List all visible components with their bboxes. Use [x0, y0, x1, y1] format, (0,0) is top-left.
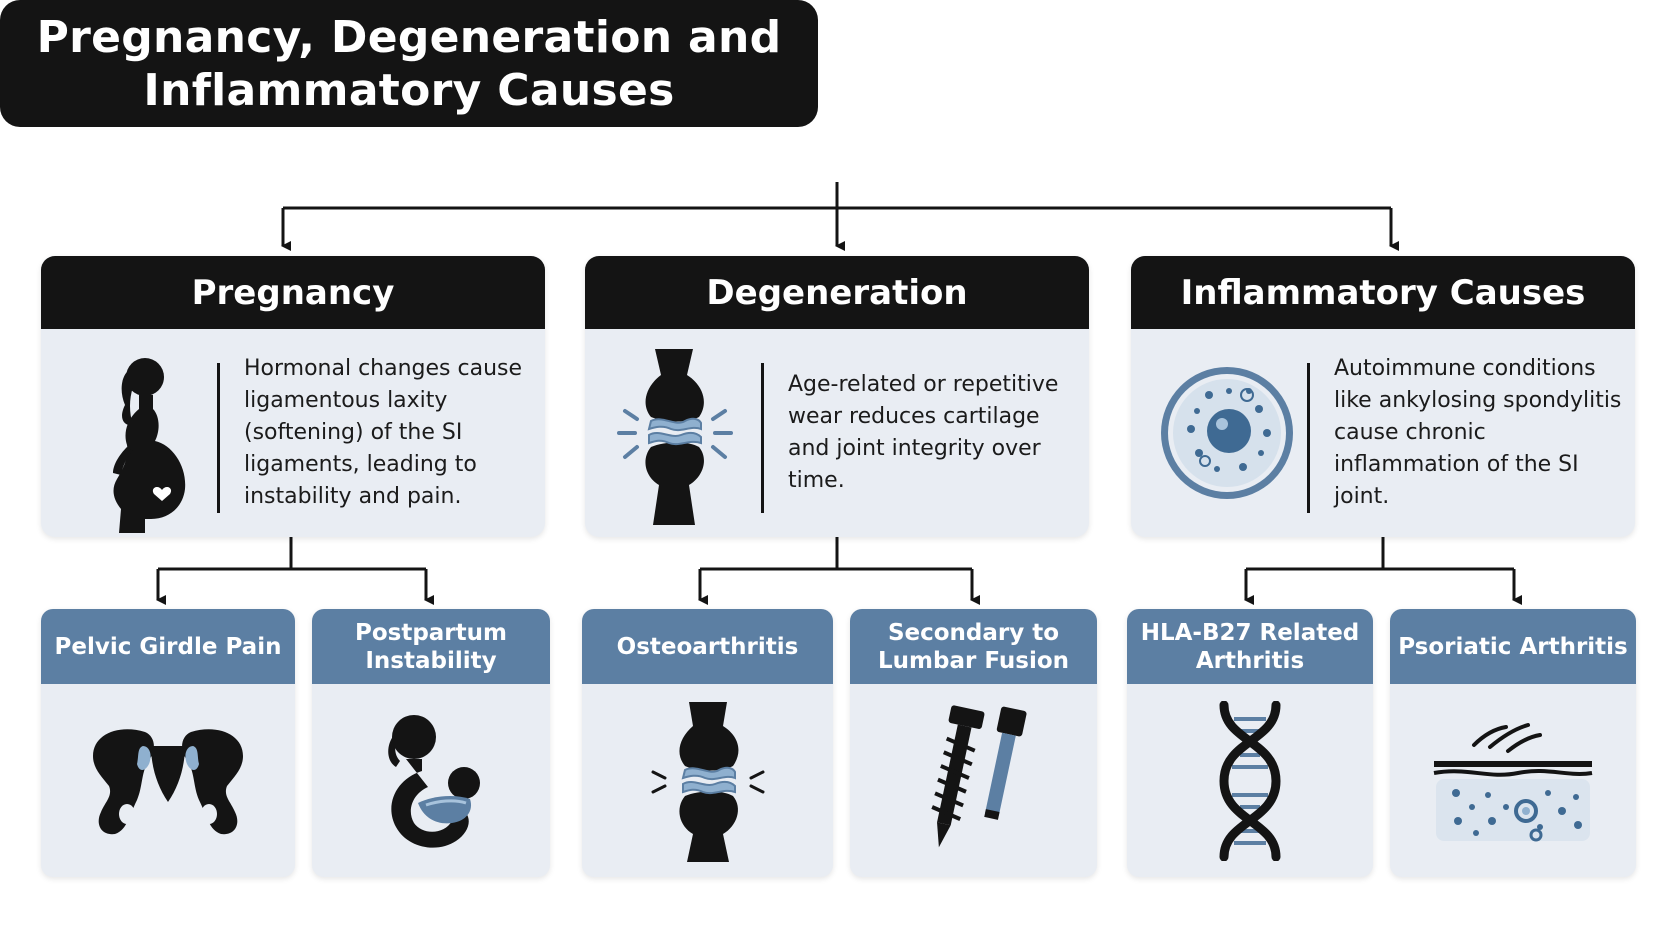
- pelvis-icon: [41, 684, 295, 877]
- pregnant-woman-icon: [41, 329, 221, 537]
- diagram-title: Pregnancy, Degeneration and Inflammatory…: [36, 11, 782, 116]
- category-description: Age-related or repetitive wear reduces c…: [788, 372, 1059, 493]
- subcategory-card-pelvic-girdle-pain: Pelvic Girdle Pain: [41, 609, 295, 877]
- subcategory-label: Pelvic Girdle Pain: [41, 609, 295, 684]
- dna-icon: [1127, 684, 1373, 877]
- category-description: Autoimmune conditions like ankylosing sp…: [1334, 356, 1622, 509]
- subcategory-card-psoriatic-arthritis: Psoriatic Arthritis: [1390, 609, 1636, 877]
- category-heading: Pregnancy: [41, 256, 545, 329]
- knee-joint-icon: [582, 684, 833, 877]
- subcategory-label: Psoriatic Arthritis: [1390, 609, 1636, 684]
- subcategory-label: HLA-B27 Related Arthritis: [1127, 609, 1373, 684]
- cell-icon: [1131, 329, 1311, 537]
- subcategory-label: Osteoarthritis: [582, 609, 833, 684]
- subcategory-card-postpartum-instability: Postpartum Instability: [312, 609, 550, 877]
- subcategory-card-lumbar-fusion: Secondary to Lumbar Fusion: [850, 609, 1097, 877]
- subcategory-label: Postpartum Instability: [312, 609, 550, 684]
- category-heading: Inflammatory Causes: [1131, 256, 1635, 329]
- subcategory-card-hla-b27: HLA-B27 Related Arthritis: [1127, 609, 1373, 877]
- category-heading: Degeneration: [585, 256, 1089, 329]
- divider: [217, 363, 220, 513]
- divider: [1307, 363, 1310, 513]
- category-card-pregnancy: Pregnancy Hormonal changes cause ligamen…: [41, 256, 545, 537]
- category-card-degeneration: Degeneration Age-related or repetitive w…: [585, 256, 1089, 537]
- subcategory-card-osteoarthritis: Osteoarthritis: [582, 609, 833, 877]
- divider: [761, 363, 764, 513]
- subcategory-label: Secondary to Lumbar Fusion: [850, 609, 1097, 684]
- title-box: Pregnancy, Degeneration and Inflammatory…: [0, 0, 818, 127]
- mother-baby-icon: [312, 684, 550, 877]
- category-description: Hormonal changes cause ligamentous laxit…: [244, 356, 523, 509]
- skin-layer-icon: [1390, 684, 1636, 877]
- knee-joint-icon: [585, 329, 765, 537]
- category-card-inflammatory: Inflammatory Causes Autoimmu: [1131, 256, 1635, 537]
- screw-hardware-icon: [850, 684, 1097, 877]
